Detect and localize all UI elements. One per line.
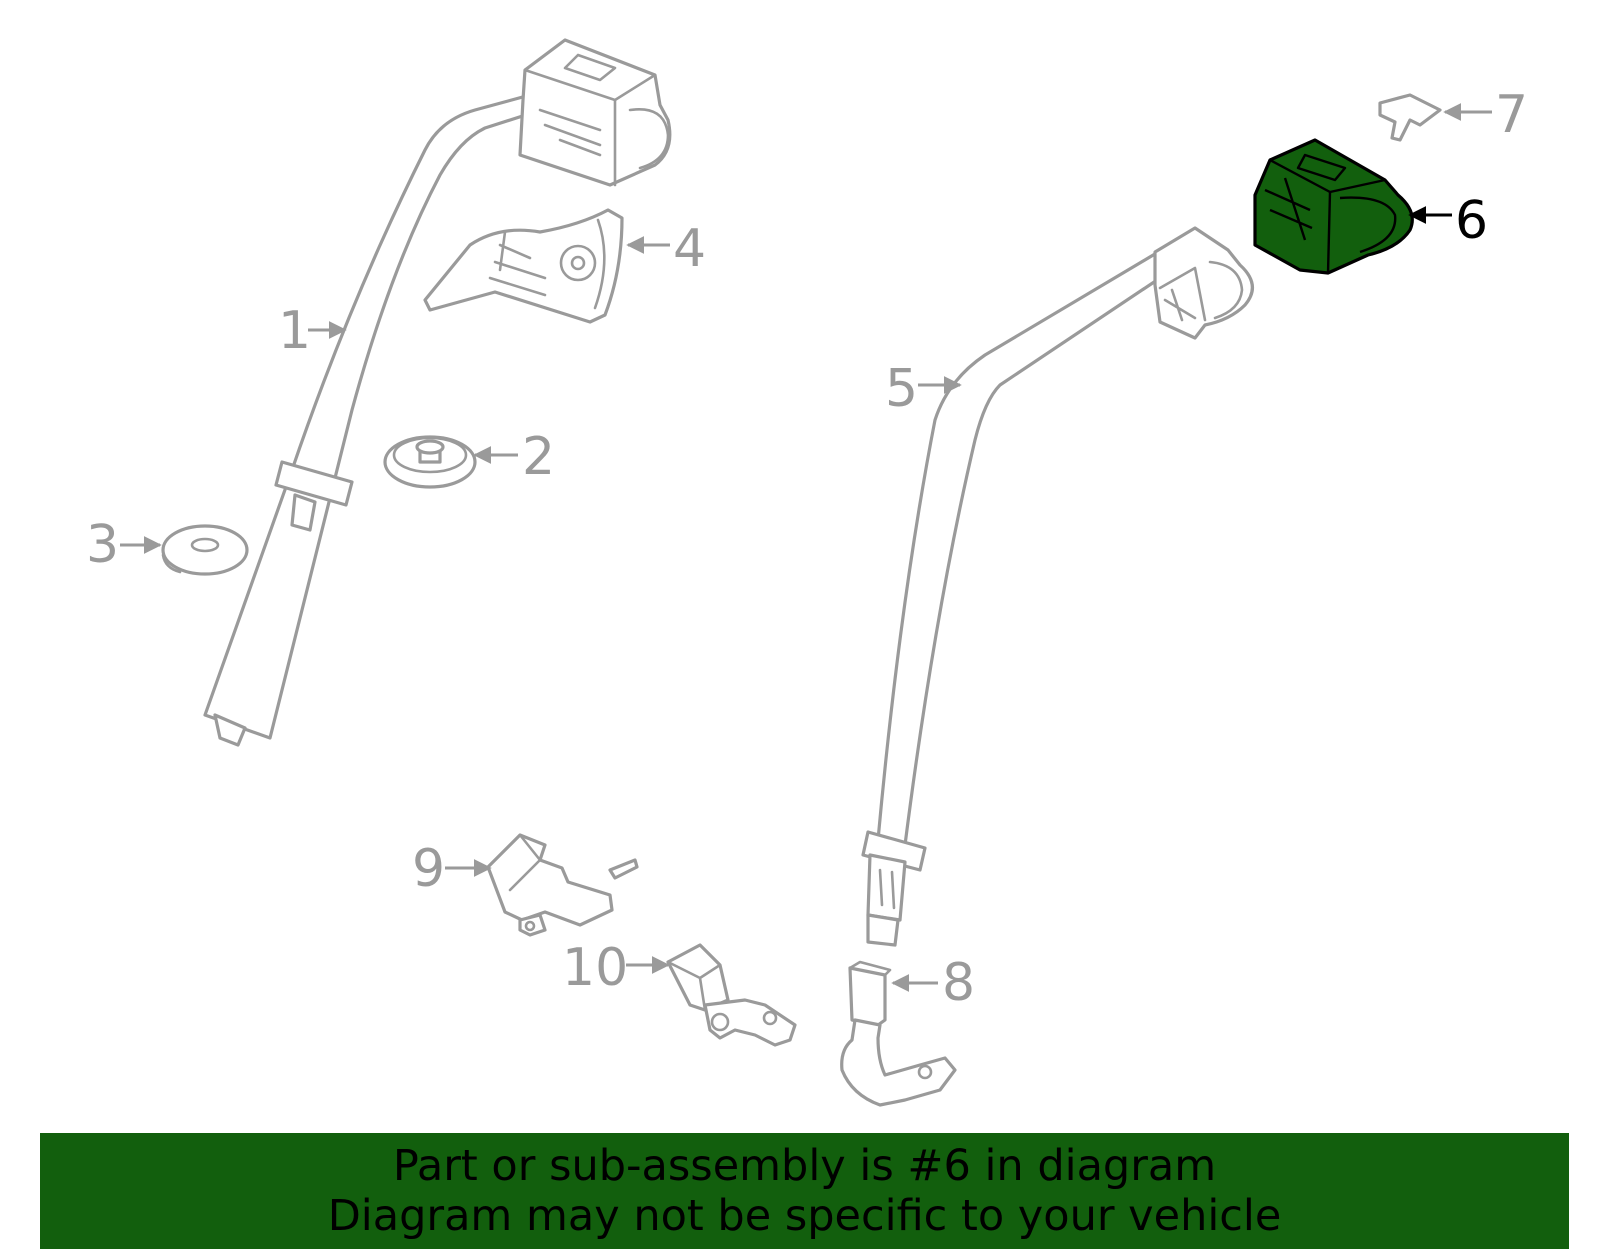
callout-7: 7 — [1443, 85, 1528, 145]
callout-2: 2 — [473, 427, 555, 487]
callout-9: 9 — [412, 839, 492, 899]
callout-10: 10 — [562, 938, 670, 998]
info-banner: Part or sub-assembly is #6 in diagram Di… — [40, 1133, 1569, 1249]
callout-5-label: 5 — [885, 359, 918, 419]
callout-1-label: 1 — [278, 301, 311, 361]
banner-line-1: Part or sub-assembly is #6 in diagram — [392, 1141, 1217, 1191]
callout-1: 1 — [278, 301, 347, 361]
callout-3: 3 — [86, 515, 162, 575]
callout-8: 8 — [891, 953, 975, 1013]
banner-line-2: Diagram may not be specific to your vehi… — [327, 1191, 1282, 1241]
callout-3-label: 3 — [86, 515, 119, 575]
part-3-washer[interactable] — [161, 524, 249, 576]
callout-2-label: 2 — [522, 427, 555, 487]
callout-4-label: 4 — [673, 219, 706, 279]
part-9-buckle[interactable] — [486, 833, 639, 937]
callout-5: 5 — [885, 359, 962, 419]
callout-9-label: 9 — [412, 839, 445, 899]
callout-8-label: 8 — [942, 953, 975, 1013]
part-4-bracket[interactable] — [423, 208, 624, 324]
part-10-buckle[interactable] — [666, 943, 797, 1047]
part-6-retractor[interactable] — [1253, 138, 1414, 275]
callout-7-label: 7 — [1495, 85, 1528, 145]
part-2-button-stop[interactable] — [383, 435, 477, 489]
callout-4: 4 — [626, 219, 706, 279]
part-8-buckle[interactable] — [840, 960, 957, 1107]
callout-6-label: 6 — [1455, 191, 1488, 251]
part-1-seat-belt-left[interactable] — [203, 38, 672, 747]
part-5-seat-belt-right[interactable] — [861, 226, 1254, 947]
callout-10-label: 10 — [562, 938, 628, 998]
part-7-cover[interactable] — [1378, 93, 1442, 142]
callout-6: 6 — [1408, 191, 1488, 251]
